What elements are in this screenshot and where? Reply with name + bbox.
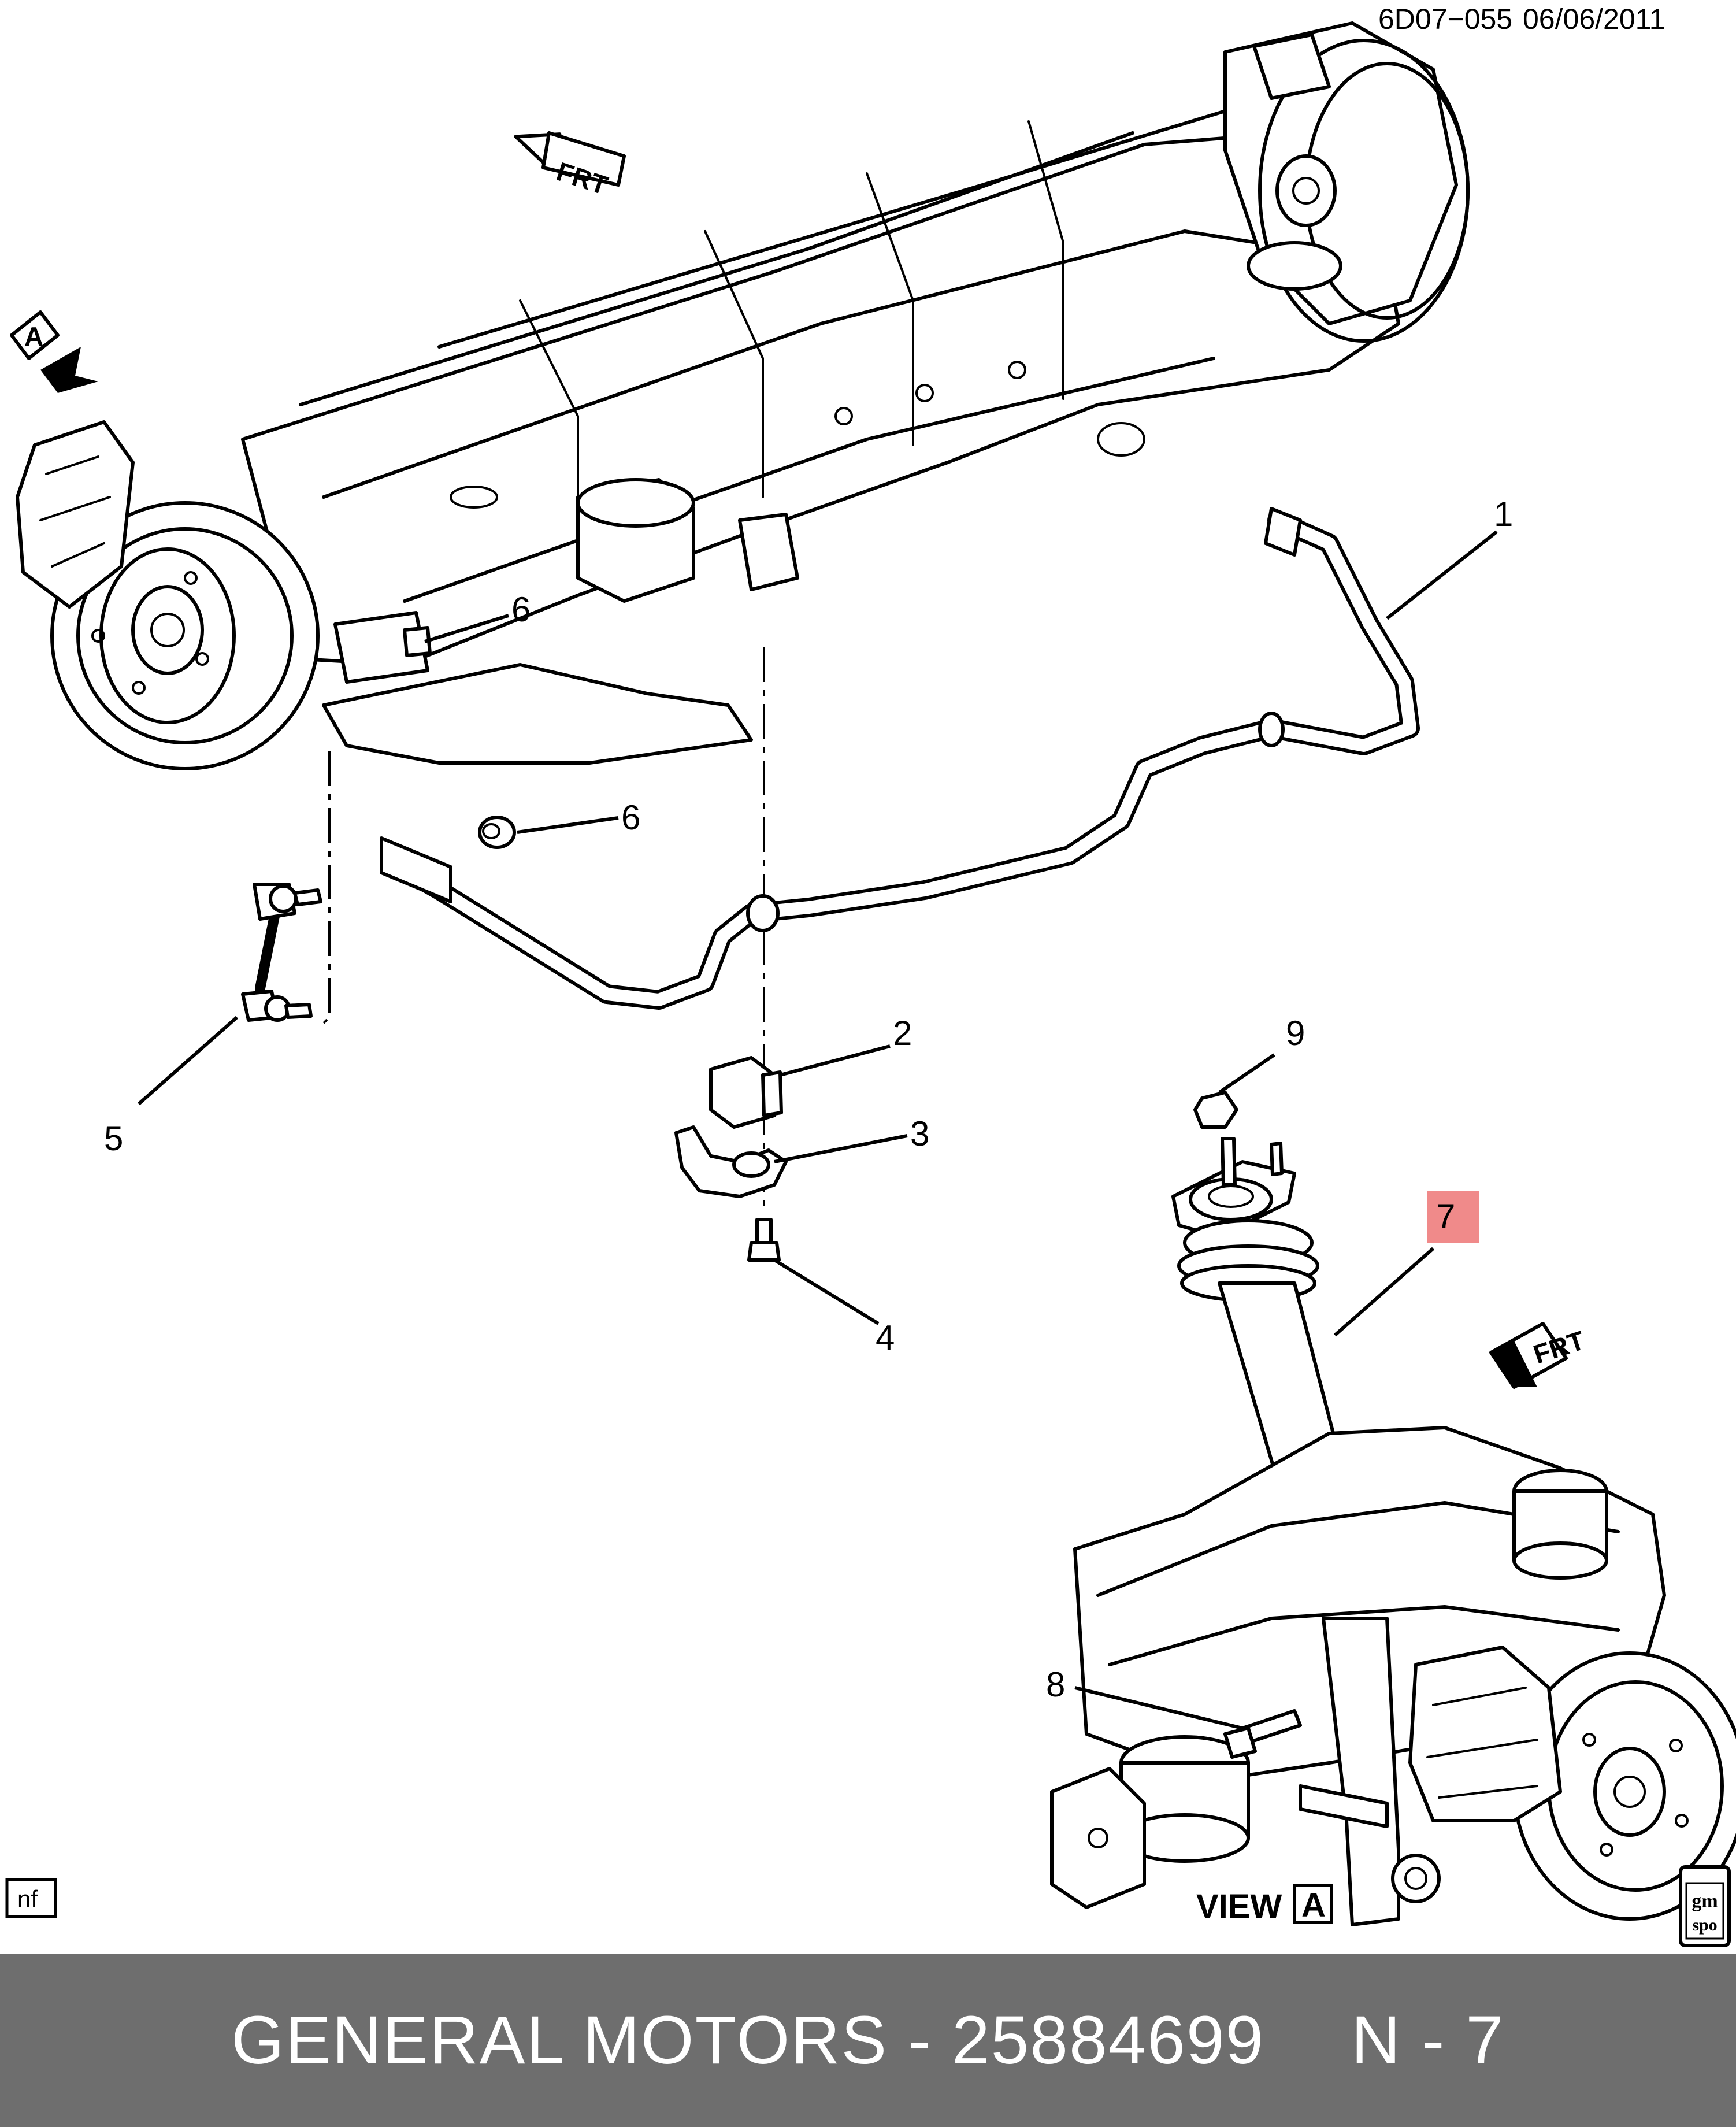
stabilizer-bar — [380, 507, 1420, 1010]
callout-6-lower: 6 — [621, 798, 640, 837]
leader-lines — [138, 530, 1498, 1730]
gm-spo-logo: gm spo — [1679, 1865, 1731, 1947]
callout-3: 3 — [910, 1114, 929, 1153]
nut-lower — [478, 816, 516, 849]
footer-brand: GENERAL MOTORS — [231, 2002, 888, 2078]
front-direction-arrow-top: FRT — [514, 131, 626, 201]
logo-line-1: gm — [1692, 1891, 1718, 1912]
nf-box-text: nf — [17, 1885, 38, 1913]
footer-part-number: 25884699 — [952, 2002, 1265, 2078]
view-label-letter: A — [1301, 1887, 1326, 1924]
alignment-line-link — [322, 751, 331, 1024]
callout-6-upper: 6 — [511, 590, 531, 629]
callout-4: 4 — [876, 1318, 895, 1357]
callout-2: 2 — [893, 1014, 912, 1053]
stabilizer-link — [241, 883, 322, 1022]
logo-line-2: spo — [1692, 1915, 1717, 1935]
callout-1: 1 — [1494, 495, 1513, 533]
clamp-bolt — [747, 1218, 781, 1262]
callout-7-highlight — [1427, 1191, 1479, 1243]
footer-banner: GENERAL MOTORS - 25884699 N - 7 — [0, 1954, 1736, 2127]
diagram-date: 06/06/2011 — [1523, 3, 1665, 35]
lower-mount-bolt — [1223, 1709, 1302, 1759]
callout-8: 8 — [1046, 1665, 1065, 1704]
nf-box: nf — [5, 1878, 57, 1918]
stabilizer-bushing — [709, 1056, 783, 1129]
view-a-arrow-letter: A — [24, 321, 43, 351]
nut-upper — [403, 626, 432, 657]
front-direction-arrow-view-a: FRT — [1489, 1322, 1588, 1389]
diagram-code: 6D07−055 — [1378, 3, 1512, 35]
rear-subframe-assembly — [16, 21, 1470, 770]
view-a-arrow: A — [10, 310, 98, 393]
footer-ref: N - 7 — [1351, 2002, 1505, 2078]
parts-diagram: 6D07−055 06/06/2011 — [5, 3, 1736, 1947]
upper-mount-nut — [1193, 1091, 1238, 1129]
view-a-label: VIEW A — [1196, 1884, 1333, 1925]
view-a-detail — [1050, 1426, 1736, 1926]
callout-7: 7 — [1436, 1197, 1455, 1236]
stabilizer-clamp — [674, 1125, 788, 1198]
callout-5: 5 — [104, 1119, 123, 1158]
callout-9: 9 — [1286, 1014, 1305, 1053]
footer-separator: - — [908, 2002, 932, 2078]
view-label-prefix: VIEW — [1196, 1888, 1282, 1925]
